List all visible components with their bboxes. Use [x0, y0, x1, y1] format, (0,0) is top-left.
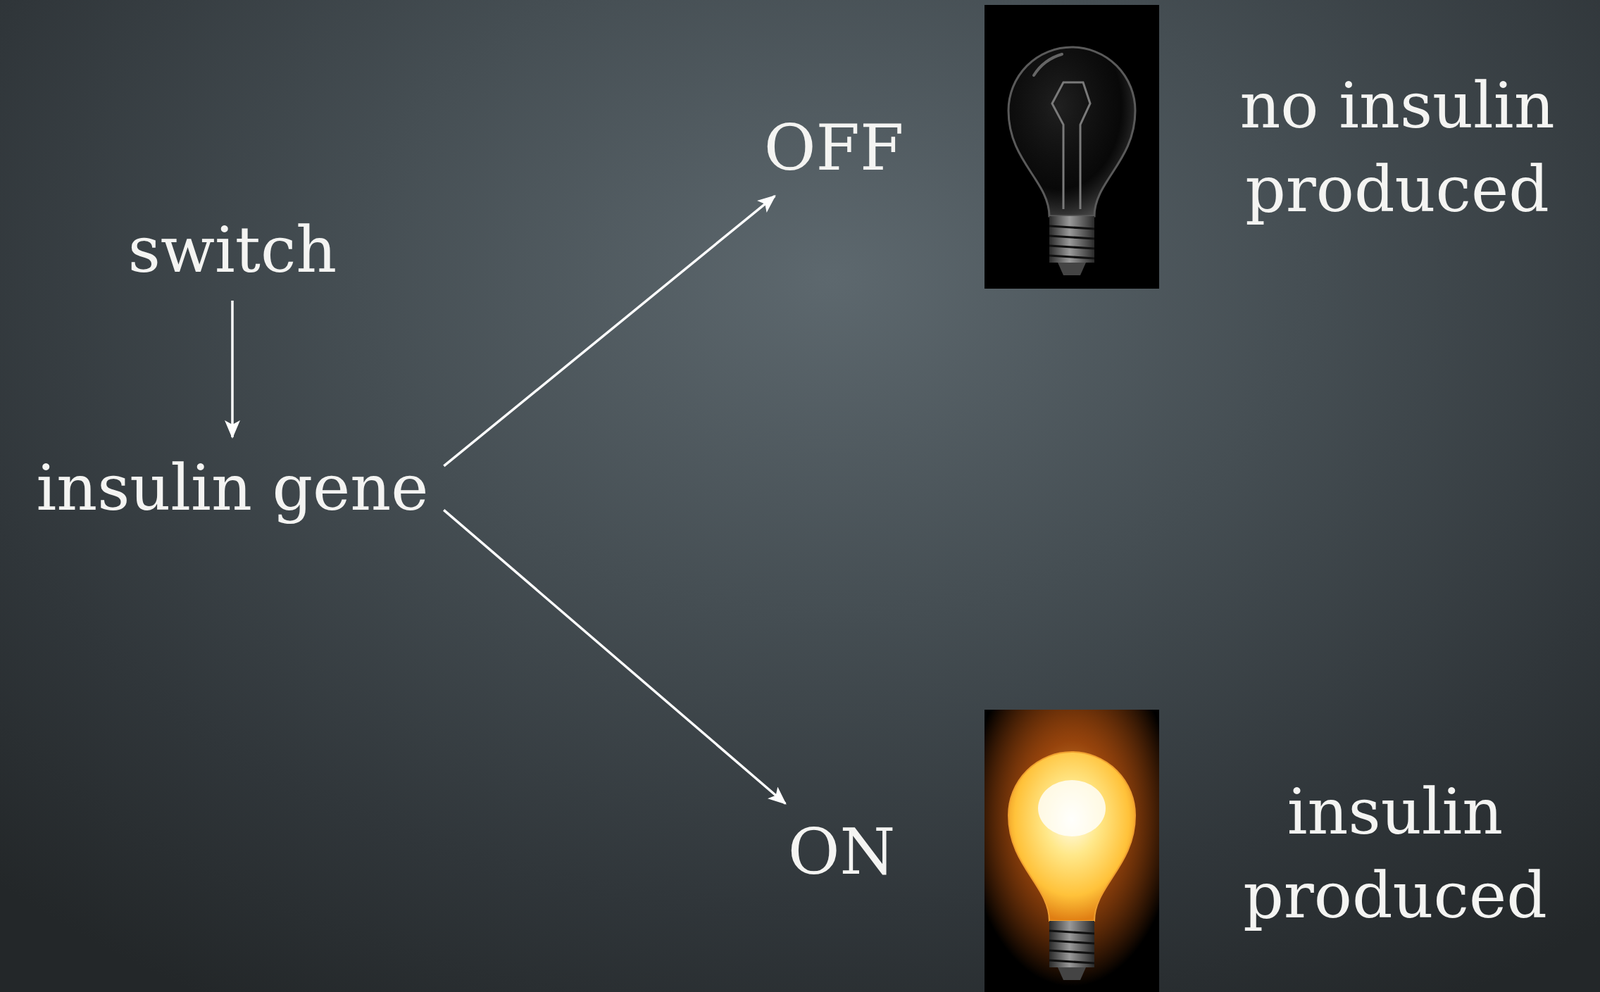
dark-bulb	[984, 4, 1160, 289]
arrow-connector	[230, 300, 234, 438]
result-label: insulin produced	[1197, 770, 1593, 939]
node-text: ON	[788, 814, 896, 891]
result-label: no insulin produced	[1200, 64, 1595, 232]
text-node: ON	[778, 808, 906, 896]
node-text: switch	[128, 211, 338, 289]
arrow-connector	[443, 195, 775, 467]
text-node: insulin gene	[26, 444, 439, 532]
node-text: insulin gene	[35, 450, 429, 527]
text-node: switch	[118, 206, 348, 294]
node-text: OFF	[764, 109, 905, 186]
arrow-connector	[443, 509, 786, 804]
lit-bulb	[984, 709, 1160, 992]
text-node: OFF	[754, 104, 915, 192]
